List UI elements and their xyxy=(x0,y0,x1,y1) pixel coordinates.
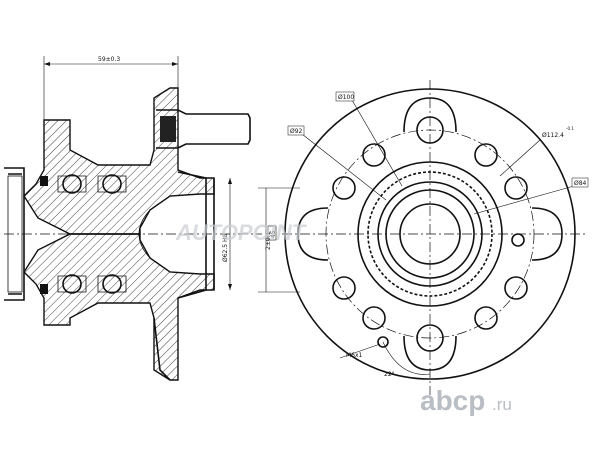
logo-name: abcp xyxy=(420,385,485,416)
ball-lower-1 xyxy=(62,274,82,294)
small-hole-right xyxy=(511,233,525,247)
box-phi84 xyxy=(571,177,589,188)
flange-tab xyxy=(153,317,171,381)
height-gap-label: 2±0.1 xyxy=(265,231,272,250)
watermark-text: AUTOPOINT xyxy=(175,220,307,245)
bolt-hole-bottom xyxy=(416,324,444,352)
section-view: 59±0.3 Ø62.5 H8 2±0.1 45 xyxy=(4,56,300,381)
pcd-circle xyxy=(325,129,535,339)
ball-upper-1 xyxy=(62,174,82,194)
lobe-bottom xyxy=(403,335,457,371)
bore-dia-label: Ø62.5 H8 xyxy=(222,233,229,262)
leader-pcd xyxy=(499,139,541,177)
flange-lobes xyxy=(297,97,563,371)
cage-upper xyxy=(57,175,127,193)
ball-lower-2 xyxy=(102,274,122,294)
thread-label: M6x1 xyxy=(346,352,363,359)
lobe-right xyxy=(531,207,563,261)
hub-circle-mid xyxy=(377,181,483,287)
inner-bore-curve xyxy=(138,209,151,259)
leader-phi84 xyxy=(473,185,575,215)
bolt-hole-4 xyxy=(474,306,498,330)
phi100-label: Ø100 xyxy=(338,94,354,101)
box-phi100 xyxy=(335,91,355,102)
bolt-hole-top xyxy=(416,116,444,144)
hub-circle-inner xyxy=(385,189,475,279)
height-box xyxy=(267,225,277,241)
abcp-logo: abcp .ru xyxy=(420,385,512,416)
angle-label: 22° xyxy=(384,371,395,378)
outer-ring-inner-edge xyxy=(8,173,22,295)
pcd-label: Ø112.4 xyxy=(542,132,564,139)
abs-ring xyxy=(367,171,493,297)
lobe-top xyxy=(403,97,457,133)
seal-upper xyxy=(40,176,48,186)
box-phi92 xyxy=(287,125,305,136)
hub-circle-outer xyxy=(357,161,503,307)
flange-outer-circle xyxy=(284,88,576,380)
bolt-hole-2 xyxy=(504,176,528,200)
seal-housing xyxy=(7,175,23,293)
leader-phi92 xyxy=(301,133,387,201)
bolt-hole-6 xyxy=(332,276,356,300)
bolt-holes xyxy=(332,116,528,352)
wheel-stud xyxy=(156,109,251,149)
height-value-label: 45 xyxy=(270,230,277,238)
bolt-hole-8 xyxy=(362,143,386,167)
angle-arc xyxy=(382,341,431,375)
overall-length-label: 59±0.3 xyxy=(98,56,120,63)
logo-ru: .ru xyxy=(492,395,512,414)
outer-ring xyxy=(4,167,25,301)
section-body-upper xyxy=(23,87,215,235)
bolt-hole-1 xyxy=(474,143,498,167)
bolt-hole-7 xyxy=(332,176,356,200)
bolt-hole-5 xyxy=(362,306,386,330)
leader-phi100 xyxy=(351,99,403,187)
small-hole-m6 xyxy=(377,336,389,348)
front-view: Ø100 Ø92 Ø112.4 -0.1 Ø84 M6x1 22° xyxy=(282,80,589,395)
flange-body xyxy=(177,171,207,299)
leader-m6 xyxy=(339,343,381,359)
lobe-left xyxy=(297,207,329,261)
bolt-hole-3 xyxy=(504,276,528,300)
phi92-label: Ø92 xyxy=(290,128,303,135)
pcd-tol-label: -0.1 xyxy=(566,126,574,131)
cage-lower xyxy=(57,275,127,293)
phi84-label: Ø84 xyxy=(574,180,587,187)
ball-upper-2 xyxy=(102,174,122,194)
section-body-lower xyxy=(23,233,215,381)
hub-bore xyxy=(399,203,461,265)
stud-knurl xyxy=(160,116,176,142)
seal-lower xyxy=(40,284,48,294)
